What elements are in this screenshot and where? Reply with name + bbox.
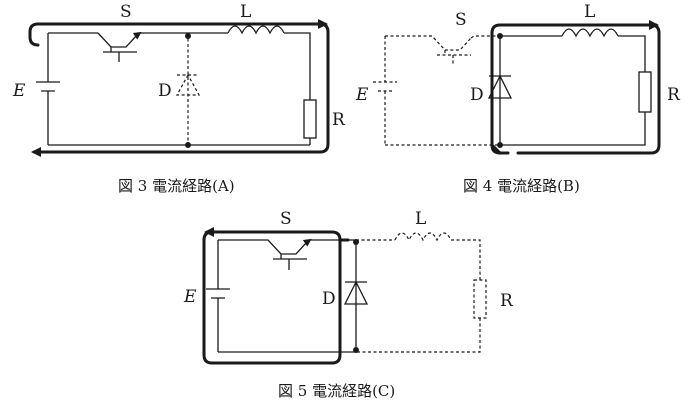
current-path-c (202, 230, 350, 365)
label-L: L (415, 209, 426, 229)
fig4-circuit (373, 28, 652, 148)
current-arrow-b-corner (490, 143, 502, 155)
label-S: S (120, 2, 132, 22)
label-E: E (355, 85, 369, 105)
figure-3: S L E D R 図 3 電流経路(A) (12, 2, 346, 195)
label-R: R (332, 110, 346, 130)
label-L: L (584, 2, 595, 22)
current-path-b (490, 23, 661, 155)
label-R: R (667, 85, 681, 105)
label-S: S (455, 10, 467, 30)
label-L: L (240, 2, 251, 22)
caption-fig4: 図 4 電流経路(B) (463, 177, 580, 195)
fig5-circuit (206, 232, 487, 353)
label-R: R (500, 291, 514, 311)
label-D: D (158, 81, 172, 101)
fig3-circuit (36, 25, 317, 148)
current-path-a (28, 22, 330, 157)
figure-5: S L E D R 図 5 電流経路(C) (183, 209, 514, 400)
label-S: S (280, 209, 292, 229)
label-D: D (470, 85, 484, 105)
label-E: E (183, 287, 197, 307)
caption-fig5: 図 5 電流経路(C) (278, 382, 395, 400)
label-E: E (12, 81, 26, 101)
label-D: D (322, 289, 336, 309)
caption-fig3: 図 3 電流経路(A) (118, 177, 235, 195)
figure-4: S L E D R 図 4 電流経路(B) (355, 2, 681, 195)
